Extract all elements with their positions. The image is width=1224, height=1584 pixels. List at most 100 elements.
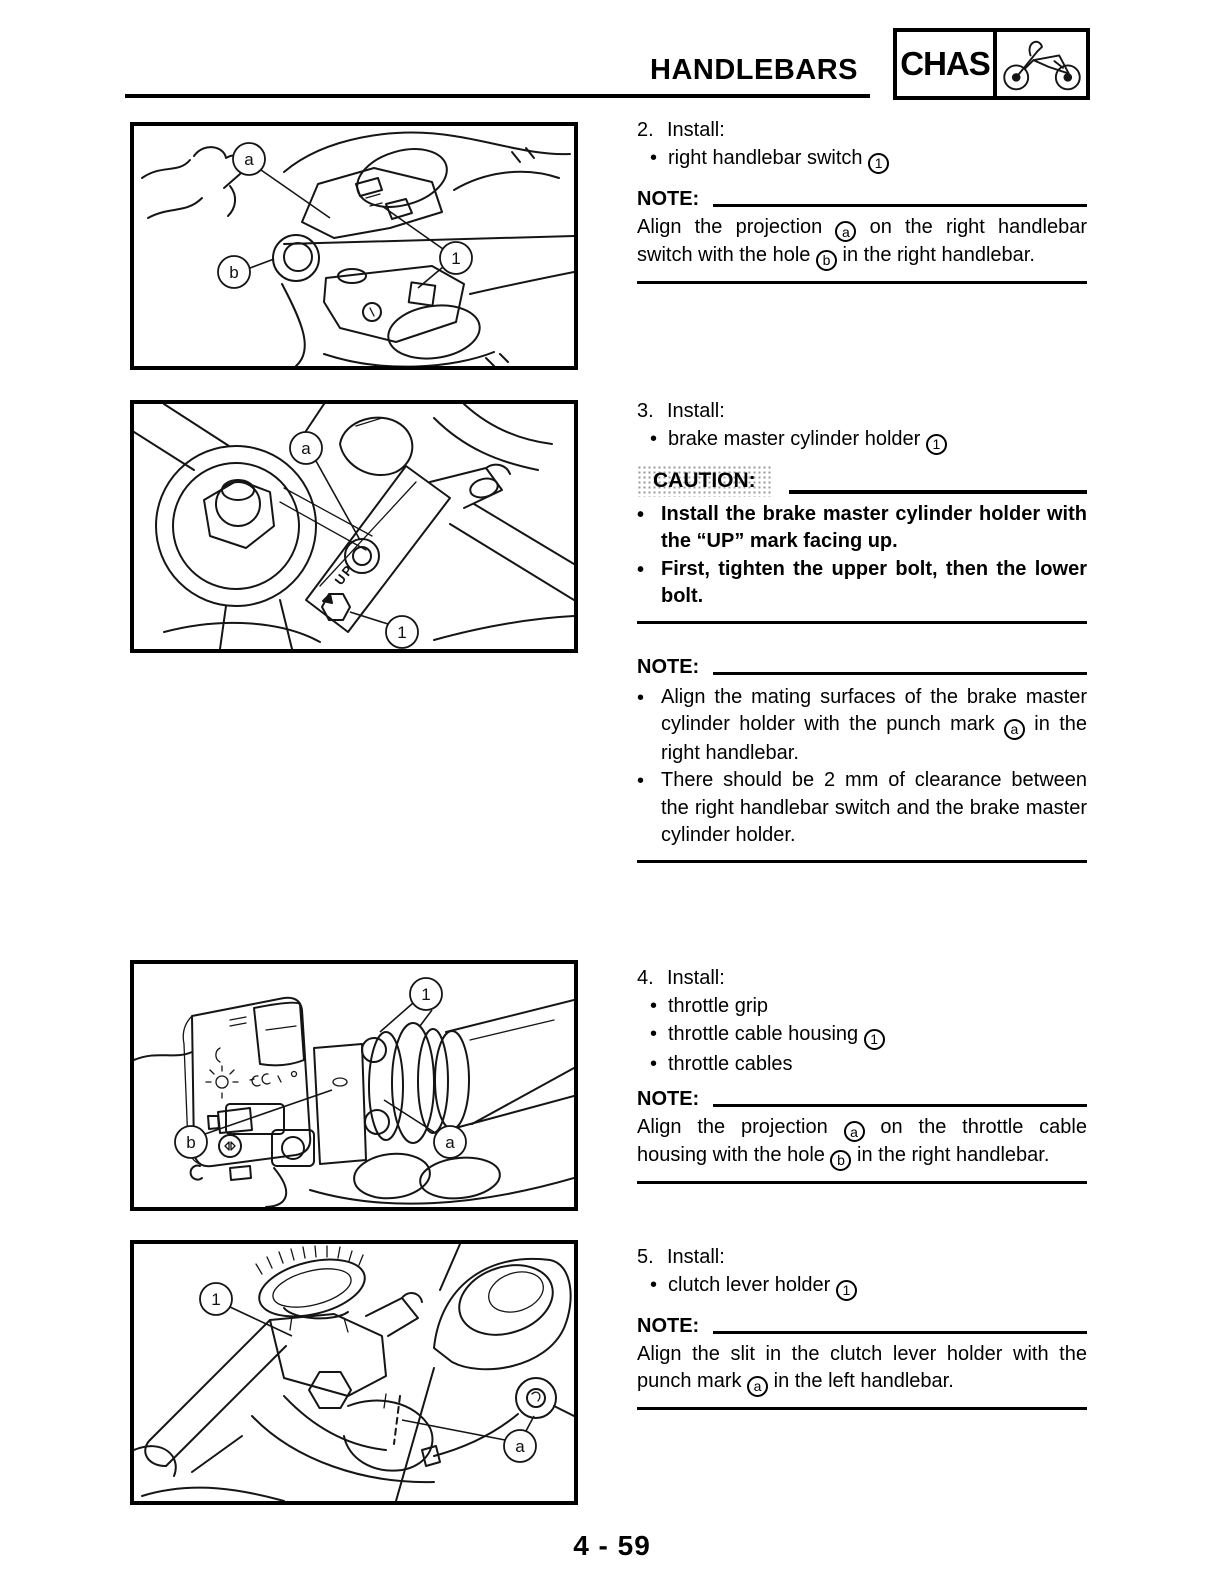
caution-heading: CAUTION:	[637, 464, 1087, 497]
callout-ref-b: b	[815, 249, 837, 271]
caution-item: • First, tighten the upper bolt, then th…	[637, 556, 1087, 611]
note-list: • Align the mating surfaces of the brake…	[637, 684, 1087, 850]
svg-text:a: a	[445, 1133, 455, 1152]
bullet-marker: •	[650, 1023, 658, 1045]
item-text: throttle grip	[668, 995, 769, 1017]
install-item: • throttle grip	[637, 992, 1087, 1020]
step-4: 4. Install: • throttle grip • throttle c…	[637, 964, 1087, 1184]
note-heading: NOTE:	[637, 1313, 1087, 1339]
note-text: Align the projection a on the throttle c…	[637, 1114, 1087, 1171]
page-number: 4 - 59	[573, 1530, 651, 1561]
bullet-marker: •	[650, 428, 658, 450]
section-end-rule	[637, 859, 1087, 863]
callout-ref-a: a	[835, 221, 857, 242]
figure-brake-master-cylinder-holder-drawing: UP a 1	[134, 404, 574, 649]
up-mark: UP	[332, 561, 357, 588]
step-number: 2.	[637, 119, 654, 141]
svg-text:a: a	[244, 150, 254, 169]
install-item: • throttle cables	[637, 1050, 1087, 1078]
item-text: throttle cable housing 1	[668, 1020, 885, 1050]
callout-ref-a: a	[1003, 718, 1025, 740]
note-rule	[713, 671, 1087, 675]
chapter-tag-box: CHAS	[893, 28, 1090, 100]
callout-ref-1: 1	[835, 1279, 857, 1301]
note-rule	[713, 203, 1087, 207]
step-3: 3. Install: • brake master cylinder hold…	[637, 397, 1087, 863]
step-5-heading: 5. Install:	[637, 1243, 1087, 1271]
step-number: 4.	[637, 967, 654, 989]
section-end-rule	[637, 1406, 1087, 1410]
svg-text:a: a	[301, 439, 311, 458]
fig4-callout-a: a	[401, 1415, 537, 1463]
install-item: • throttle cable housing 1	[637, 1020, 1087, 1050]
step-title: Install:	[667, 1246, 725, 1268]
step-number: 5.	[637, 1246, 654, 1268]
caution-end-rule	[637, 620, 1087, 624]
fig2-callout-a: a	[289, 431, 361, 541]
figure-right-handlebar-switch-drawing: a b 1	[141, 131, 574, 366]
step-2-heading: 2. Install:	[637, 116, 1087, 144]
note-text: Align the mating surfaces of the brake m…	[661, 685, 1088, 764]
fig4-callout-1: 1	[199, 1282, 293, 1337]
note-label: NOTE:	[637, 655, 700, 678]
section-end-rule	[637, 280, 1087, 284]
fig1-callout-1: 1	[381, 205, 473, 289]
bullet-marker: •	[650, 1052, 658, 1075]
section-end-rule	[637, 1180, 1087, 1184]
fig1-callout-a: a	[232, 142, 331, 219]
figure-throttle-cable-housing: 1 b a	[130, 960, 578, 1211]
note-text: Align the slit in the clutch lever holde…	[637, 1341, 1087, 1397]
note-label: NOTE:	[637, 187, 700, 210]
figure-throttle-cable-housing-drawing: 1 b a	[134, 977, 574, 1207]
bullet-marker: •	[650, 1274, 658, 1296]
item-text: throttle cables	[668, 1052, 793, 1075]
bullet-marker: •	[650, 995, 658, 1017]
page-title: HANDLEBARS	[650, 54, 858, 86]
figure-clutch-lever-holder: 1 a	[130, 1240, 578, 1505]
callout-ref-a: a	[747, 1375, 769, 1397]
motorcycle-icon	[997, 32, 1086, 96]
figure-right-handlebar-switch: a b 1	[130, 122, 578, 370]
callout-ref-1: 1	[863, 1028, 885, 1050]
step-title: Install:	[667, 400, 725, 422]
step-5: 5. Install: • clutch lever holder 1 NOTE…	[637, 1243, 1087, 1410]
bullet-marker: •	[637, 770, 645, 792]
step-title: Install:	[667, 119, 725, 141]
chapter-code: CHAS	[897, 32, 997, 96]
caution-text: First, tighten the upper bolt, then the …	[661, 557, 1087, 608]
svg-text:a: a	[515, 1437, 525, 1456]
bullet-marker: •	[650, 147, 658, 169]
svg-text:b: b	[186, 1133, 195, 1152]
svg-text:1: 1	[211, 1290, 220, 1309]
header-rule	[125, 94, 870, 98]
callout-ref-b: b	[830, 1149, 852, 1171]
install-item: • right handlebar switch 1	[637, 144, 1087, 174]
fig2-callout-1: 1	[349, 611, 419, 649]
callout-ref-a: a	[843, 1121, 865, 1142]
svg-text:1: 1	[397, 623, 406, 642]
caution-rule	[788, 489, 1087, 494]
svg-text:1: 1	[421, 985, 430, 1004]
callout-ref-1: 1	[925, 433, 947, 455]
fig3-callout-b: b	[174, 1089, 333, 1159]
fig3-callout-1: 1	[379, 977, 443, 1033]
caution-list: • Install the brake master cylinder hold…	[637, 501, 1087, 611]
note-rule	[713, 1330, 1087, 1334]
caution-text: Install the brake master cylinder holder…	[661, 502, 1087, 553]
note-rule	[713, 1103, 1087, 1107]
note-label: NOTE:	[637, 1087, 700, 1110]
install-item: • clutch lever holder 1	[637, 1271, 1087, 1301]
svg-text:1: 1	[451, 249, 460, 268]
note-item: • There should be 2 mm of clearance betw…	[637, 767, 1087, 850]
step-4-heading: 4. Install:	[637, 964, 1087, 992]
step-title: Install:	[667, 967, 725, 989]
step-2: 2. Install: • right handlebar switch 1 N…	[637, 116, 1087, 284]
step-3-heading: 3. Install:	[637, 397, 1087, 425]
step-number: 3.	[637, 400, 654, 422]
callout-ref-1: 1	[868, 152, 890, 174]
note-heading: NOTE:	[637, 186, 1087, 212]
fig1-callout-b: b	[217, 255, 275, 289]
caution-item: • Install the brake master cylinder hold…	[637, 501, 1087, 556]
install-item: • brake master cylinder holder 1	[637, 425, 1087, 455]
